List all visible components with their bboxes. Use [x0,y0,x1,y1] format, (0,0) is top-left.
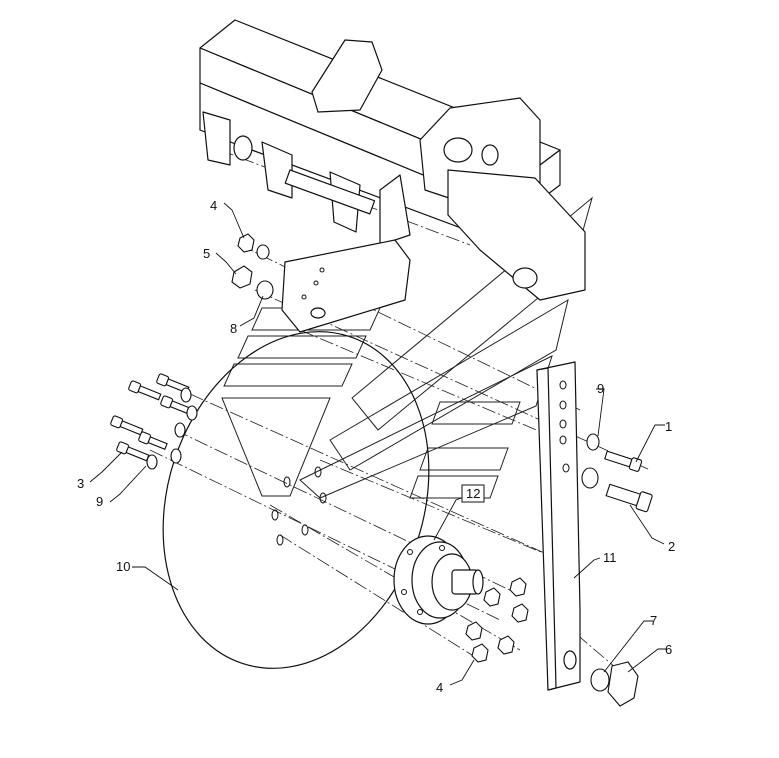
callouts: 1 2 3 4 4 5 6 7 8 9 9 10 11 12 [77,198,675,695]
leader-lines [89,202,667,686]
callout-12: 12 [466,486,480,501]
callout-10: 10 [116,559,130,574]
callout-2: 2 [668,539,675,554]
callout-8: 8 [230,321,237,336]
callout-5: 5 [203,246,210,261]
callout-9-right: 9 [597,381,604,396]
main-frame [199,19,586,333]
disc-washers [146,387,198,470]
callout-4-bottom: 4 [436,680,443,695]
callout-4-top: 4 [210,198,217,213]
callout-12-box [461,484,485,503]
hub-nuts [465,577,529,663]
scraper-arm [536,361,581,691]
callout-11: 11 [603,550,617,565]
hub-assembly [393,535,484,625]
arm-bolts [581,433,653,707]
disc-bolts [110,373,190,462]
frame-nuts-washers [231,233,274,300]
callout-3: 3 [77,476,84,491]
callout-1: 1 [665,419,672,434]
disc-bolt-holes [271,466,327,546]
callout-7: 7 [650,613,657,628]
callout-6: 6 [665,642,672,657]
callout-9-left: 9 [96,494,103,509]
